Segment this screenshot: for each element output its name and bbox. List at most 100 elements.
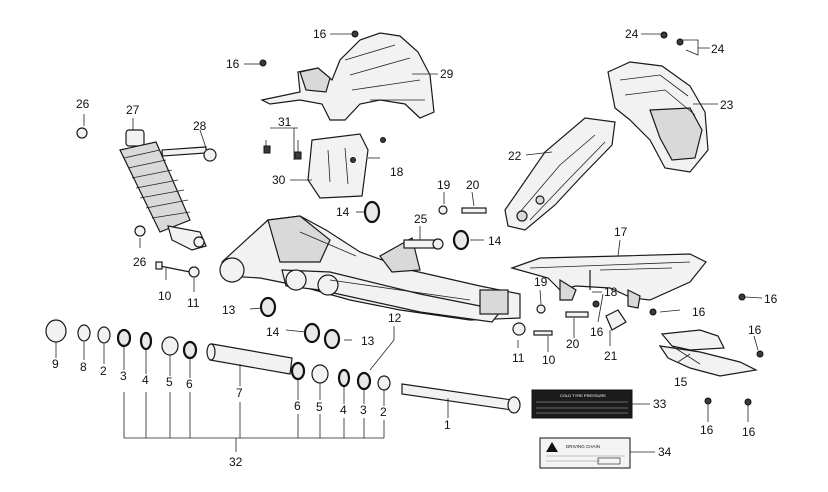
callout-16: 16	[742, 425, 756, 439]
callout-24: 24	[711, 42, 725, 56]
nut-part-11	[188, 266, 200, 278]
callout-2: 2	[100, 364, 107, 378]
callout-3: 3	[120, 369, 127, 383]
seal-ring-part-13	[259, 296, 277, 318]
callout-16: 16	[764, 292, 778, 306]
seal-ring-part-13-lower	[323, 328, 341, 350]
callout-10: 10	[542, 353, 556, 367]
callout-2: 2	[380, 405, 387, 419]
callout-16: 16	[590, 325, 604, 339]
bolt-part-10-right	[533, 330, 553, 336]
callout-13: 13	[222, 303, 236, 317]
callout-5: 5	[166, 375, 173, 389]
callout-3: 3	[360, 403, 367, 417]
callout-19: 19	[437, 178, 451, 192]
callout-9: 9	[52, 357, 59, 371]
callout-22: 22	[508, 149, 522, 163]
washer-part-19	[438, 205, 448, 215]
callout-14: 14	[488, 234, 502, 248]
screw-part-16-g	[259, 59, 267, 67]
plate-part-21	[605, 309, 627, 331]
tire-pressure-label-part-33: COLD TYRE PRESSURE	[531, 389, 633, 419]
seal-ring-part-14	[363, 200, 381, 224]
tire-label-title: COLD TYRE PRESSURE	[560, 393, 606, 398]
pin-part-25	[403, 238, 444, 250]
chain-cover-part-17	[510, 253, 707, 309]
callout-numbers: 16 16 29 24 24 23 22 26 27 28 31 18 30 1…	[52, 27, 778, 469]
screw-part-16-d	[756, 350, 764, 358]
callout-8: 8	[80, 360, 87, 374]
washer-part-19-lower	[536, 304, 546, 314]
bolt-part-10	[159, 265, 191, 273]
bolt-part-20-lower	[565, 311, 589, 318]
bracket-part-30	[307, 133, 369, 199]
shock-absorber-part-27	[119, 129, 207, 251]
callout-33: 33	[653, 397, 667, 411]
callout-16: 16	[748, 323, 762, 337]
callout-15: 15	[674, 375, 688, 389]
callout-16: 16	[700, 423, 714, 437]
callout-19: 19	[534, 275, 548, 289]
screw-part-16-f	[744, 398, 752, 406]
callout-29: 29	[440, 67, 454, 81]
callout-17: 17	[614, 225, 628, 239]
screw-part-24-a	[660, 31, 668, 39]
seal-ring-part-14-lower	[303, 322, 321, 344]
callout-16: 16	[313, 27, 327, 41]
screw-part-24-b	[676, 38, 684, 46]
nut-part-26	[76, 127, 88, 139]
callout-26: 26	[76, 97, 90, 111]
callout-23: 23	[720, 98, 734, 112]
callout-20: 20	[566, 337, 580, 351]
callout-14: 14	[266, 325, 280, 339]
callout-6: 6	[294, 399, 301, 413]
chain-label-title: DRIVING CHAIN	[566, 444, 600, 449]
callout-11: 11	[512, 351, 525, 365]
screw-part-16-e	[704, 397, 712, 405]
screw-part-16-h	[351, 30, 359, 38]
callout-27: 27	[126, 103, 140, 117]
screw-part-16-c	[738, 293, 746, 301]
screw-part-16-a	[592, 300, 600, 308]
callout-11: 11	[187, 296, 200, 310]
callout-18: 18	[390, 165, 404, 179]
callout-26: 26	[133, 255, 147, 269]
screw-part-18-upper	[380, 137, 386, 143]
bolt-part-28	[161, 146, 217, 162]
rear-fender-part-23	[607, 61, 709, 173]
callout-18: 18	[604, 285, 618, 299]
axle-bearing-stack	[45, 319, 391, 391]
nut-part-11-right	[512, 322, 526, 336]
swingarm-part-12	[219, 215, 521, 323]
clips-part-31	[263, 145, 302, 160]
callout-21: 21	[604, 349, 618, 363]
callout-16: 16	[226, 57, 240, 71]
callout-13: 13	[361, 334, 375, 348]
callout-5: 5	[316, 400, 323, 414]
callout-7: 7	[236, 386, 243, 400]
callout-31: 31	[278, 115, 292, 129]
callout-32: 32	[229, 455, 243, 469]
chain-label-part-34: DRIVING CHAIN	[539, 437, 631, 469]
callout-14: 14	[336, 205, 350, 219]
nut-part-26-lower	[134, 225, 146, 237]
callout-10: 10	[158, 289, 172, 303]
callout-16: 16	[692, 305, 706, 319]
callout-24: 24	[625, 27, 639, 41]
callout-20: 20	[466, 178, 480, 192]
callout-28: 28	[193, 119, 207, 133]
callout-4: 4	[142, 373, 149, 387]
rear-hugger-part-29	[260, 32, 435, 121]
callout-4: 4	[340, 403, 347, 417]
leader-lines	[55, 33, 763, 453]
callout-30: 30	[272, 173, 286, 187]
callout-1: 1	[444, 418, 451, 432]
guard-part-15	[658, 329, 758, 377]
seal-ring-part-14-right	[452, 229, 470, 251]
callout-12: 12	[388, 311, 402, 325]
axle-part-1	[401, 383, 521, 414]
callout-34: 34	[658, 445, 672, 459]
mudguard-part-22	[504, 117, 616, 231]
